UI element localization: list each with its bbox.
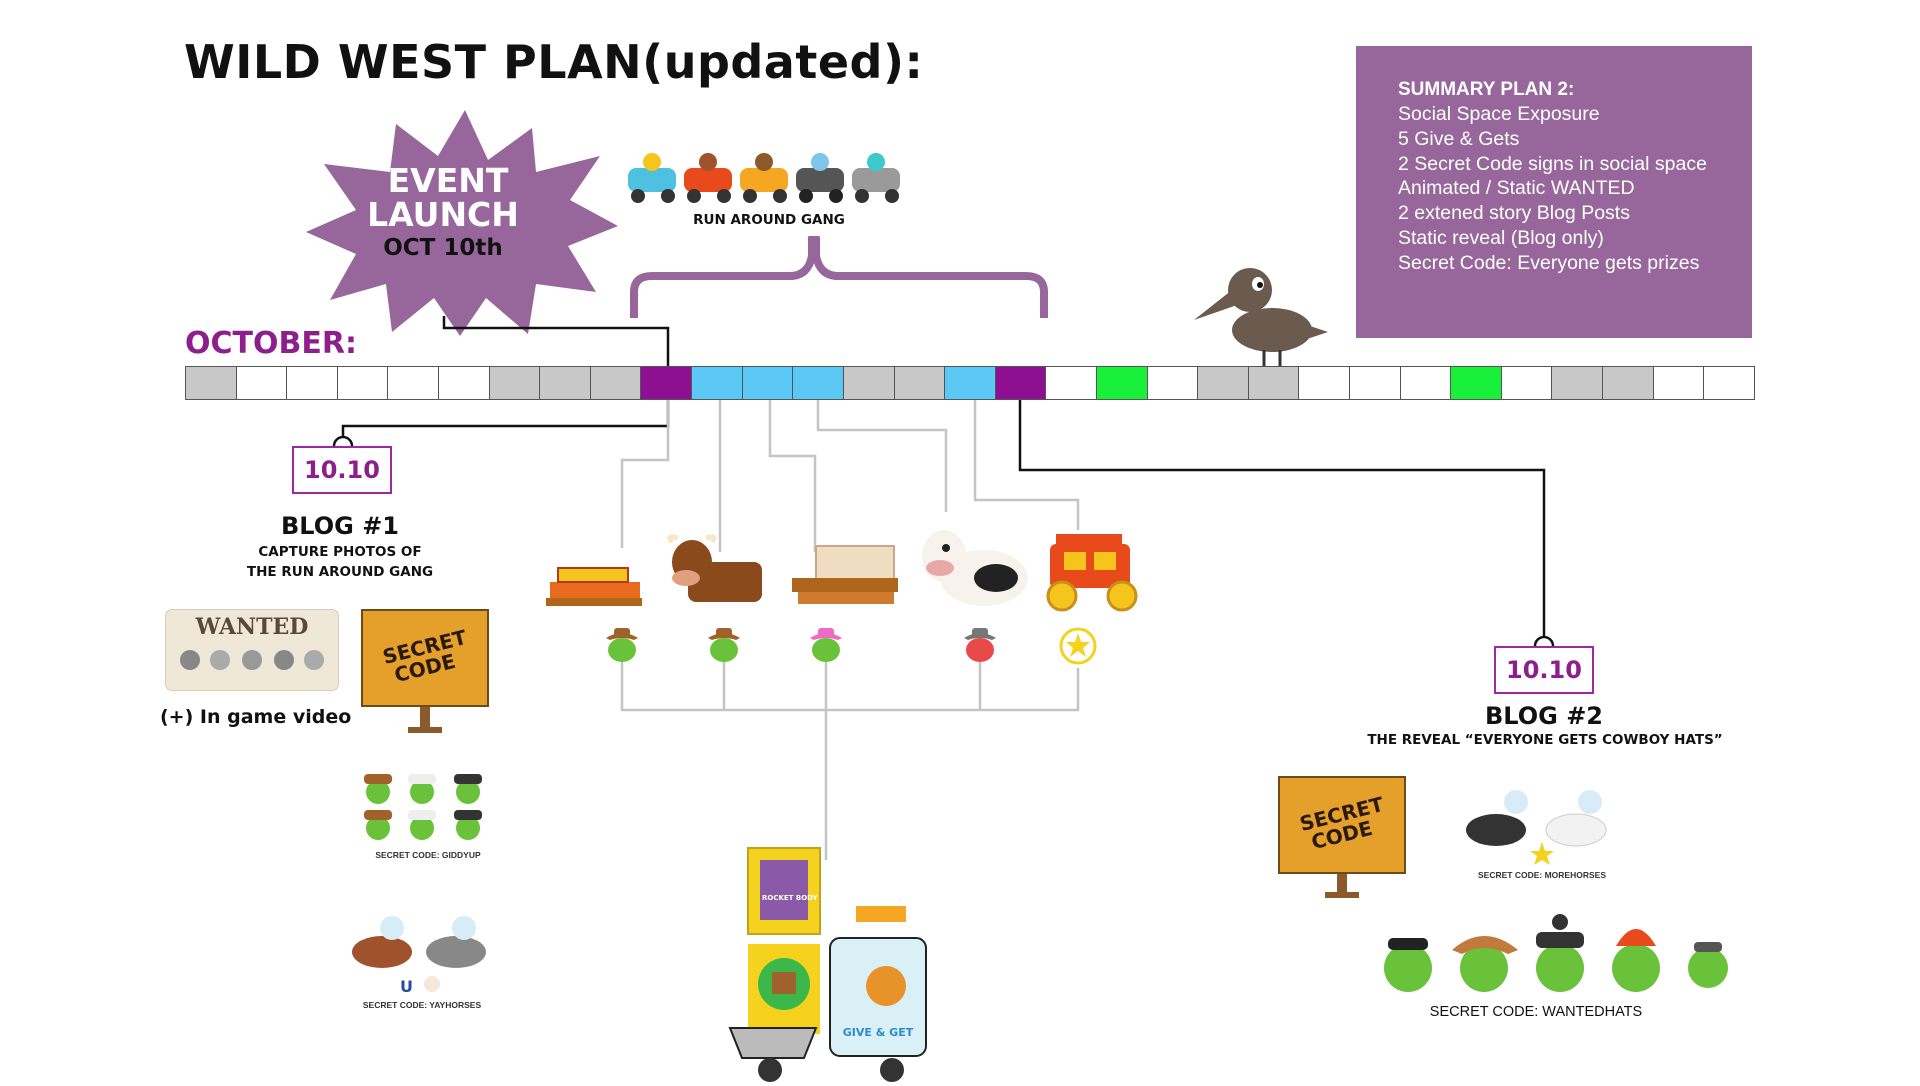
horse-riders-icon: U	[352, 916, 486, 996]
calendar-day	[793, 367, 844, 399]
calendar-day	[1552, 367, 1604, 399]
calendar-day	[1704, 367, 1754, 399]
sign-post	[1337, 874, 1347, 896]
calendar-day	[843, 367, 895, 399]
calendar-day	[1400, 367, 1452, 399]
cowboy-hat-icon	[708, 628, 740, 662]
summary-heading: SUMMARY PLAN 2:	[1398, 79, 1575, 100]
stagecoach-icon	[1046, 534, 1138, 612]
event-line2: LAUNCH	[367, 195, 519, 234]
summary-item: Social Space Exposure	[1398, 103, 1600, 125]
summary-panel: SUMMARY PLAN 2: Social Space Exposure 5 …	[1356, 46, 1752, 338]
blog1-line1: CAPTURE PHOTOS OF	[258, 544, 422, 560]
secret-code-morehorses: SECRET CODE: MOREHORSES	[1478, 870, 1606, 880]
secret-code-yayhorses: SECRET CODE: YAYHORSES	[362, 1000, 482, 1010]
page-title: WILD WEST PLAN(updated):	[184, 35, 924, 89]
event-launch-starburst: EVENT LAUNCH OCT 10th	[306, 110, 618, 336]
calendar-day	[337, 367, 389, 399]
gang-label: RUN AROUND GANG	[693, 212, 845, 228]
summary-item: Static reveal (Blog only)	[1398, 226, 1604, 249]
bull-icon	[667, 534, 762, 602]
summary-item: Secret Code: Everyone gets prizes	[1398, 251, 1700, 274]
flatbed-wagon-icon	[546, 567, 642, 606]
blog1-title: BLOG #1	[281, 512, 399, 540]
blog2-connector	[1018, 400, 1546, 640]
gang-carts-icon	[628, 153, 900, 203]
summary-list: Social Space Exposure 5 Give & Gets 2 Se…	[1398, 102, 1707, 276]
calendar-day	[540, 367, 591, 399]
calendar-day	[894, 367, 946, 399]
calendar-day	[692, 367, 743, 399]
wanted-title: WANTED	[195, 614, 309, 640]
sheriff-badge-icon	[1059, 627, 1097, 665]
wanted-poster: WANTED	[166, 610, 338, 690]
calendar-day	[590, 367, 642, 399]
calendar-day	[995, 367, 1047, 399]
blog2-line1: THE REVEAL “EVERYONE GETS COWBOY HATS”	[1367, 732, 1723, 748]
secret-code-sign: SECRET CODE	[361, 609, 489, 707]
sign-post	[420, 707, 430, 731]
calendar-day	[236, 367, 288, 399]
event-connector	[442, 316, 670, 366]
sign-base	[1325, 892, 1359, 898]
secret-code-wantedhats: SECRET CODE: WANTEDHATS	[1429, 1004, 1643, 1020]
svg-text:U: U	[400, 977, 413, 996]
blog1-date: 10.10	[292, 446, 392, 494]
gray-hat-icon	[964, 628, 996, 662]
blog2-title: BLOG #2	[1485, 702, 1603, 730]
crow-icon	[1194, 268, 1328, 366]
rocket-label: ROCKET BODY	[762, 894, 818, 902]
sign-base	[408, 727, 442, 733]
calendar-day	[1350, 367, 1401, 399]
october-calendar	[185, 366, 1755, 400]
calendar-day	[1147, 367, 1199, 399]
event-date: OCT 10th	[383, 235, 503, 261]
blog2-date: 10.10	[1494, 646, 1594, 694]
calendar-day	[1653, 367, 1705, 399]
horse-riders-icon	[1466, 790, 1607, 865]
event-line1: EVENT	[388, 161, 509, 200]
calendar-day	[287, 367, 338, 399]
item-connectors	[620, 400, 1080, 860]
calendar-day	[1299, 367, 1351, 399]
calendar-day	[1198, 367, 1249, 399]
calendar-day	[1248, 367, 1300, 399]
cowboy-hat-icon	[606, 628, 638, 662]
calendar-day	[1046, 367, 1097, 399]
calendar-day	[641, 367, 693, 399]
pink-hat-icon	[810, 628, 842, 662]
calendar-day	[1451, 367, 1502, 399]
wanted-faces-icon	[180, 650, 324, 670]
summary-item: 2 Secret Code signs in social space	[1398, 152, 1707, 175]
summary-item: 2 extened story Blog Posts	[1398, 202, 1630, 225]
calendar-day	[1501, 367, 1553, 399]
calendar-day	[1096, 367, 1148, 399]
calendar-day	[742, 367, 794, 399]
secret-code-giddyup: SECRET CODE: GIDDYUP	[375, 850, 481, 860]
covered-wagon-icon	[792, 545, 898, 604]
calendar-day	[186, 367, 237, 399]
calendar-day	[489, 367, 541, 399]
secret-code-sign: SECRET CODE	[1278, 776, 1406, 874]
wanted-hats-group-icon	[1384, 914, 1728, 992]
calendar-day	[439, 367, 490, 399]
month-label: OCTOBER:	[185, 326, 357, 361]
run-around-gang-illustration	[624, 150, 914, 210]
cow-icon	[922, 530, 1028, 606]
summary-item: Animated / Static WANTED	[1398, 177, 1635, 200]
summary-item: 5 Give & Gets	[1398, 127, 1520, 150]
give-and-get-truck-icon: ROCKET BODY GIVE & GET	[728, 847, 927, 1082]
gang-brace	[630, 236, 1048, 318]
calendar-day	[388, 367, 440, 399]
blog1-connector	[341, 400, 670, 440]
calendar-day	[945, 367, 996, 399]
calendar-day	[1603, 367, 1654, 399]
cowboy-hats-group-icon	[364, 774, 482, 840]
blog1-line2: THE RUN AROUND GANG	[246, 564, 434, 580]
give-get-label: GIVE & GET	[843, 1026, 914, 1039]
in-game-video-label: (+) In game video	[160, 706, 352, 728]
